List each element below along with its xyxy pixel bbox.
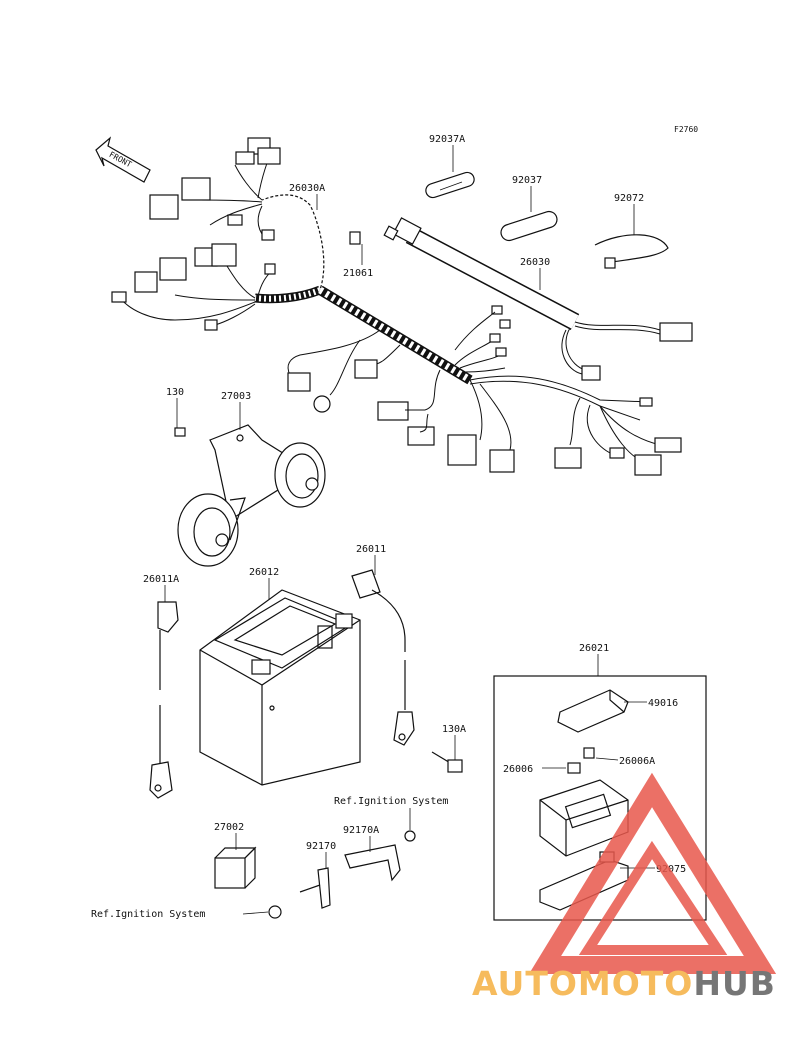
wiring-harness-26030 [111,137,693,476]
label-92170: 92170 [306,841,336,852]
ref-ignition-system-upper: Ref.Ignition System [334,796,448,807]
bracket-92170 [268,867,331,919]
label-92072: 92072 [614,193,644,204]
leader-lines [164,145,655,915]
label-27002: 27002 [214,822,244,833]
label-27003: 27003 [221,391,251,402]
label-130A: 130A [442,724,466,735]
relay-27002 [214,846,257,889]
label-92170A: 92170A [343,825,379,836]
front-arrow: FRONT [95,136,151,183]
bracket-92170A [344,830,416,882]
watermark-text-automoto: AUTOMOTO [472,964,693,1003]
label-26006: 26006 [503,764,533,775]
label-92075: 92075 [656,864,686,875]
label-26030A: 26030A [289,183,325,194]
band-92037A [425,171,475,199]
figure-code: F2760 [674,125,698,134]
label-26012: 26012 [249,567,279,578]
label-92037: 92037 [512,175,542,186]
battery-cable-26011 [351,569,415,746]
ref-ignition-system-lower: Ref.Ignition System [91,909,205,920]
clamp-21061 [349,231,361,245]
battery-26012 [199,589,361,786]
part-labels: 92037A 92037 92072 26030A 21061 26030 13… [91,134,686,920]
label-26006A: 26006A [619,756,655,767]
tie-92072 [594,234,669,269]
label-26021: 26021 [579,643,609,654]
label-26030: 26030 [520,257,550,268]
label-130: 130 [166,387,184,398]
band-92037 [500,210,558,242]
horn-27003 [174,424,326,567]
label-21061: 21061 [343,268,373,279]
label-49016: 49016 [648,698,678,709]
label-26011A: 26011A [143,574,179,585]
watermark-text-hub: HUB [693,964,776,1003]
bolt-130A [431,751,463,773]
label-92037A: 92037A [429,134,465,145]
automotohub-watermark: AUTOMOTOHUB [472,772,777,1003]
svg-text:AUTOMOTOHUB: AUTOMOTOHUB [472,964,776,1003]
label-26011: 26011 [356,544,386,555]
battery-cable-26011A [149,601,179,799]
